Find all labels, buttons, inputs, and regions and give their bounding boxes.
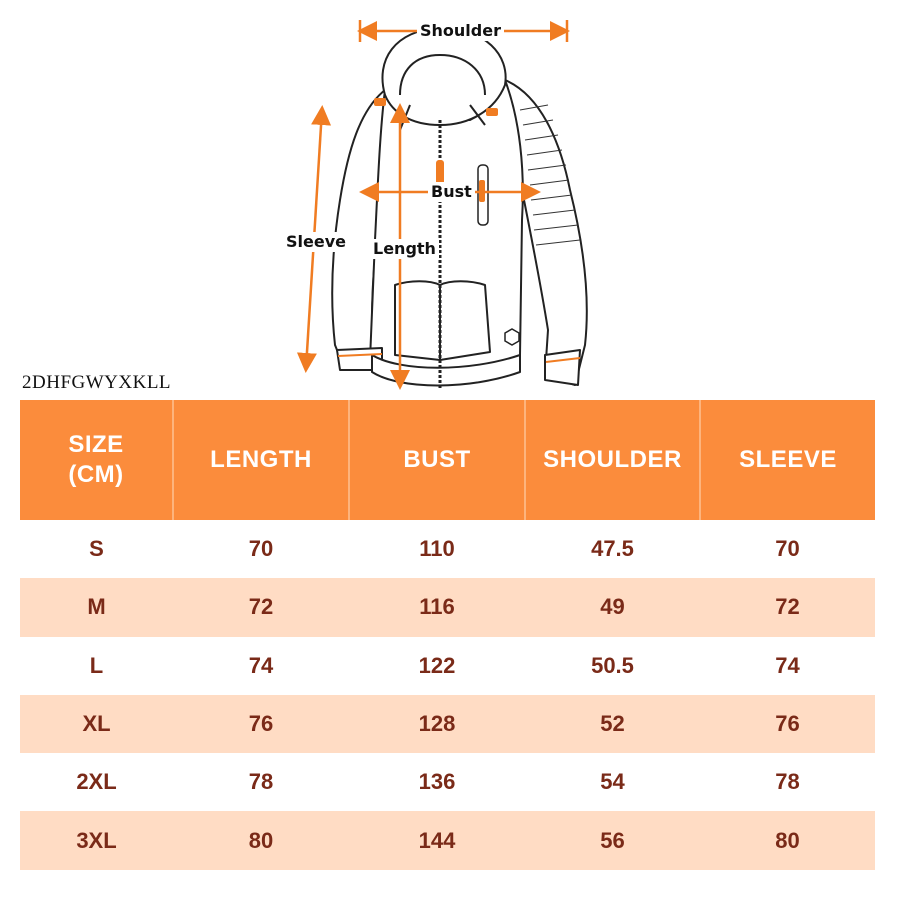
column-header: LENGTH	[172, 400, 349, 520]
measurement-cell: 74	[173, 636, 349, 695]
zipper-pull-icon	[436, 160, 444, 186]
measurement-cell: 52	[525, 694, 700, 754]
measurement-cell: 54	[525, 753, 700, 812]
measurement-cell: 70	[700, 520, 875, 579]
measurement-cell: 76	[700, 694, 875, 754]
hoodie-illustration	[296, 20, 588, 390]
size-cell: XL	[20, 694, 173, 754]
column-header: SLEEVE	[699, 400, 875, 520]
measurement-cell: 49	[525, 578, 700, 637]
measurement-cell: 72	[700, 578, 875, 637]
measurement-cell: 122	[349, 636, 525, 695]
measurement-cell: 47.5	[525, 520, 700, 579]
size-cell: M	[20, 578, 173, 637]
size-cell: S	[20, 520, 173, 579]
measurement-cell: 74	[700, 636, 875, 695]
measurement-cell: 128	[349, 694, 525, 754]
sleeve-label: Sleeve	[283, 232, 349, 252]
column-header: SHOULDER	[524, 400, 700, 520]
column-header: BUST	[348, 400, 525, 520]
size-cell: 3XL	[20, 811, 173, 870]
measurement-cell: 80	[173, 811, 349, 870]
measurement-cell: 70	[173, 520, 349, 579]
sku-code: 2DHFGWYXKLL	[22, 372, 172, 393]
measurement-cell: 144	[349, 811, 525, 870]
measurement-cell: 56	[525, 811, 700, 870]
measurement-cell: 116	[349, 578, 525, 637]
measurement-cell: 50.5	[525, 636, 700, 695]
measurement-cell: 76	[173, 694, 349, 754]
bust-label: Bust	[428, 182, 475, 202]
measurement-cell: 78	[173, 753, 349, 812]
measurement-cell: 136	[349, 753, 525, 812]
size-cell: 2XL	[20, 753, 173, 812]
length-label: Length	[370, 239, 439, 259]
measurement-cell: 78	[700, 753, 875, 812]
shoulder-label: Shoulder	[417, 21, 504, 41]
measurement-cell: 80	[700, 811, 875, 870]
column-header: SIZE (CM)	[20, 400, 173, 520]
garment-diagram: Shoulder Bust Length Sleeve	[0, 0, 900, 400]
measurement-cell: 110	[349, 520, 525, 579]
size-cell: L	[20, 636, 173, 695]
measurement-cell: 72	[173, 578, 349, 637]
